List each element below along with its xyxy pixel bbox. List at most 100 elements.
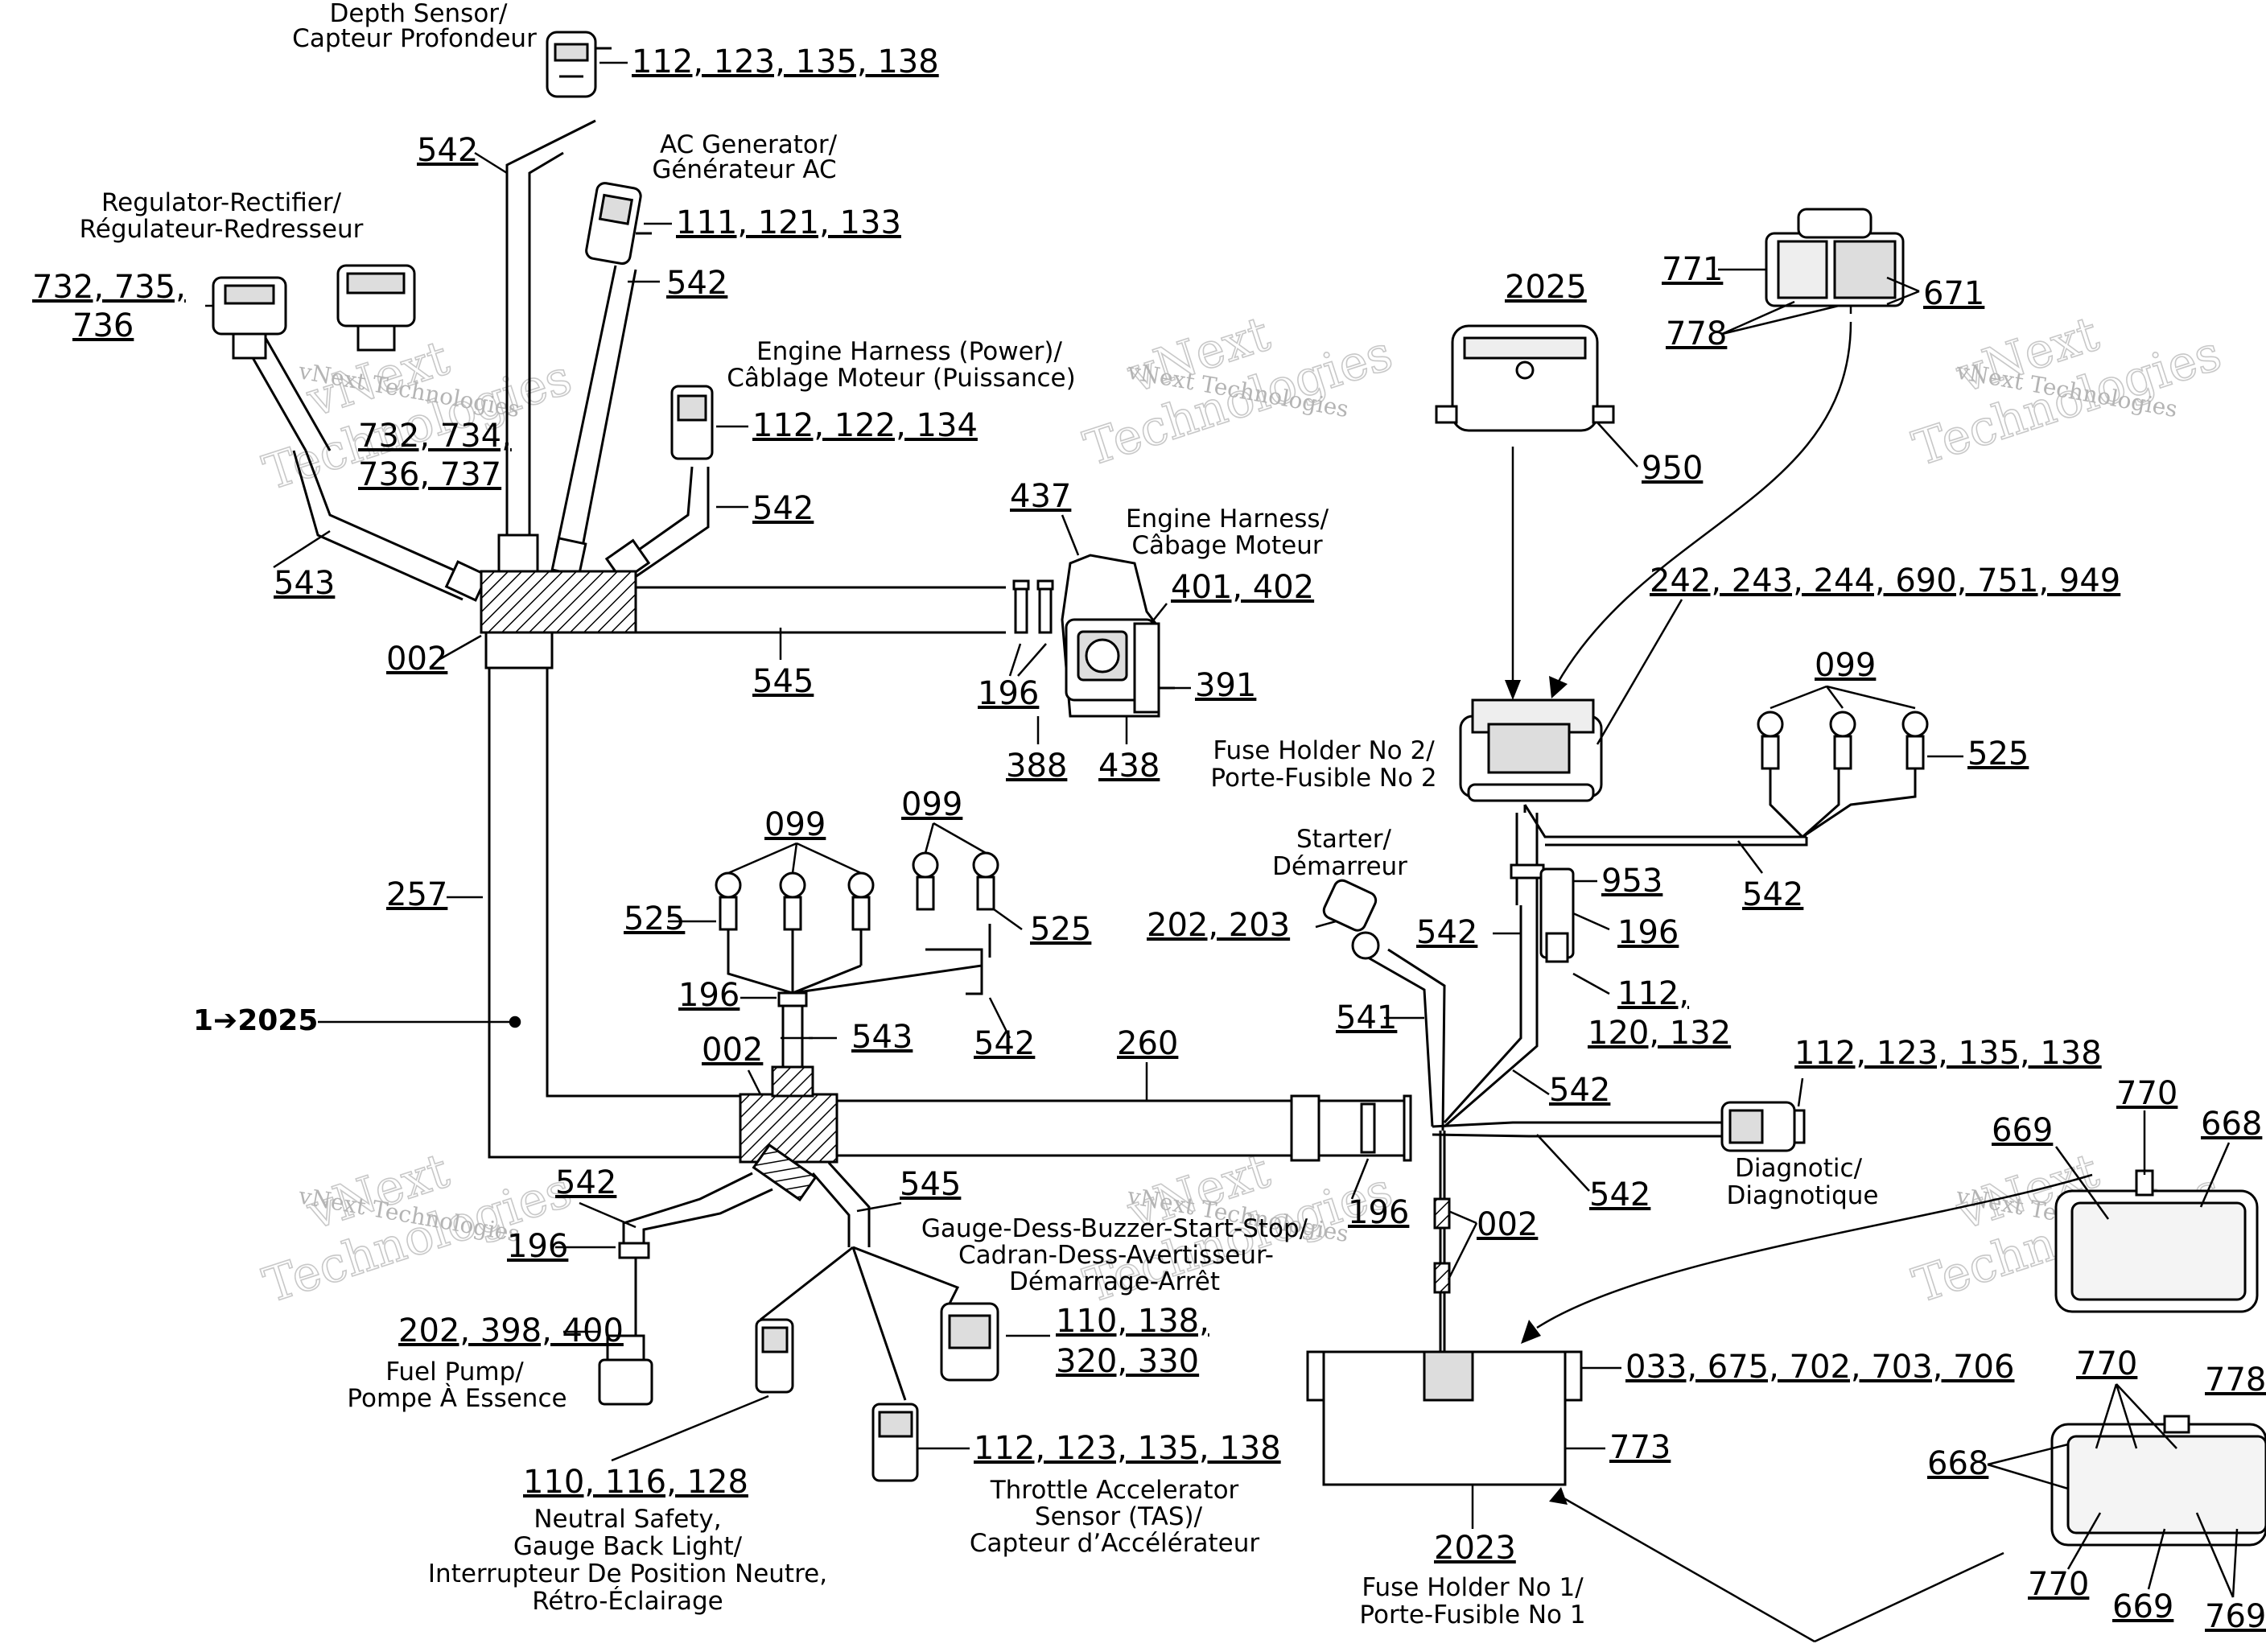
leader — [1596, 599, 1683, 745]
regulator-ref-right: 732, 734, — [358, 418, 512, 455]
harness-ref: 099 — [901, 786, 962, 823]
fuse-holder-2-icon — [1459, 698, 1603, 802]
harness-ref: 542 — [555, 1164, 616, 1201]
harness-ref: 542 — [1549, 1072, 1610, 1109]
ring-terminal-wires-right — [1769, 756, 1917, 838]
leader — [2066, 1512, 2102, 1570]
fuse-holder-1-label: Fuse Holder No 1/ — [1362, 1573, 1584, 1602]
leader — [2095, 1383, 2118, 1449]
power-harness-ref: 112, 122, 134 — [752, 407, 978, 444]
harness-ref: 002 — [702, 1032, 763, 1069]
branch-953-ref: 112, — [1617, 975, 1689, 1012]
harness-ref: 542 — [417, 132, 478, 169]
ecm-bottom-ref: 769 — [2205, 1598, 2266, 1635]
ac-generator-ref: 111, 121, 133 — [676, 204, 901, 241]
regulator-label: Régulateur-Redresseur — [80, 215, 364, 244]
harness-branch-542-fuse2 — [1443, 905, 1539, 1128]
starter-ref: 202, 203 — [1147, 907, 1290, 944]
leader — [1770, 685, 1827, 710]
harness-sleeve — [618, 1242, 650, 1259]
leader — [611, 1395, 769, 1462]
starter-label: Démarreur — [1272, 852, 1407, 881]
ecm-bottom-ref: 668 — [1927, 1445, 1988, 1482]
harness-end-cap — [1403, 1094, 1412, 1162]
diagnostic-label: Diagnotique — [1727, 1181, 1879, 1210]
harness-sleeve — [1360, 1102, 1376, 1154]
harness-ref: 196 — [678, 977, 740, 1014]
diagnostic-label: Diagnotic/ — [1735, 1154, 1863, 1183]
throttle-ref: 112, 123, 135, 138 — [974, 1430, 1281, 1467]
leader — [1987, 1443, 2069, 1466]
leader — [933, 822, 987, 855]
leader — [993, 908, 1023, 931]
power-harness-connector-icon — [670, 385, 714, 460]
leader — [727, 842, 797, 875]
relay-box-icon — [1435, 324, 1615, 432]
leader — [1572, 912, 1610, 931]
harness-ref: 545 — [900, 1166, 961, 1203]
ring-terminal-ref: 099 — [1815, 647, 1876, 684]
harness-ref-callout: 1➔2025 — [193, 1004, 318, 1037]
ecm-top-ref: 770 — [2116, 1075, 2177, 1112]
harness-ref: 002 — [1477, 1206, 1538, 1243]
fuel-pump-label: Pompe À Essence — [347, 1384, 566, 1413]
engine-harness-connector-icon — [1061, 554, 1175, 718]
engine-harness-ref: 196 — [978, 675, 1039, 712]
arrowhead — [1549, 676, 1568, 698]
harness-branch-541 — [1367, 948, 1446, 1131]
labels: Depth Sensor/ Capteur Profondeur 112, 12… — [32, 0, 2266, 1635]
fuse-holder-2-label: Porte-Fusible No 2 — [1210, 764, 1436, 793]
label-leaders — [205, 61, 2239, 1598]
fuse-holder-1-label: Porte-Fusible No 1 — [1359, 1601, 1585, 1629]
neutral-safety-ref: 110, 116, 128 — [523, 1464, 748, 1501]
engine-harness-ref: 401, 402 — [1171, 569, 1314, 606]
branch-953-ref: 196 — [1617, 914, 1679, 951]
regulator-ref-left: 732, 735, — [32, 269, 186, 306]
harness-ref: 525 — [624, 900, 685, 937]
throttle-label: Throttle Accelerator — [990, 1476, 1239, 1505]
fuse-holder-1-ref: 773 — [1609, 1429, 1671, 1466]
harness-branch-545-low — [811, 1161, 871, 1247]
leader — [1512, 1069, 1550, 1096]
arrowheads — [1505, 676, 1568, 1505]
leader — [2231, 1528, 2239, 1598]
harness-ref: 543 — [274, 565, 335, 602]
branch-953-connector-icon — [1539, 867, 1575, 963]
neutral-safety-connector-icon — [755, 1318, 794, 1394]
harness-ref: 542 — [974, 1025, 1035, 1062]
ecm-connector-top-icon — [2054, 1169, 2259, 1313]
harness-branch-542-diag — [1432, 1121, 1722, 1138]
ecm-bottom-ref: 778 — [2205, 1362, 2266, 1399]
harness-branch-543-mid — [781, 1006, 804, 1067]
harness-sleeve — [1433, 1197, 1451, 1230]
leader — [1315, 920, 1337, 929]
power-harness-label: Engine Harness (Power)/ — [756, 337, 1062, 366]
leader — [988, 997, 1011, 1039]
leader — [579, 1201, 637, 1229]
starter-label: Starter/ — [1296, 825, 1392, 854]
starter-connector-icon — [1322, 879, 1380, 960]
depth-sensor-label: Depth Sensor/ — [330, 0, 509, 28]
leader-arrow — [1560, 1495, 1815, 1643]
branch-wires-gauge — [634, 1246, 960, 1401]
diagnostic-connector-icon — [1720, 1101, 1806, 1152]
relay-box-ref: 2025 — [1505, 269, 1587, 306]
depth-sensor-label: Capteur Profondeur — [292, 24, 537, 53]
leader — [1536, 1134, 1590, 1192]
gauge-label: Cadran-Dess-Avertisseur- — [958, 1241, 1274, 1270]
leader — [1721, 300, 1795, 336]
ring-terminal-icon — [715, 711, 1929, 931]
ac-generator-connector-icon — [585, 182, 652, 266]
gauge-label: Démarrage-Arrêt — [1009, 1267, 1220, 1296]
leader — [1826, 685, 1916, 710]
leader — [2116, 1383, 2177, 1449]
fuse-holder-1-ref: 2023 — [1434, 1530, 1516, 1567]
diagnostic-ref: 112, 123, 135, 138 — [1794, 1035, 2102, 1072]
engine-harness-label: Engine Harness/ — [1126, 505, 1329, 534]
harness-ref: 099 — [764, 806, 826, 843]
harness-ref: 002 — [386, 641, 447, 678]
ecm-top-ref: 668 — [2201, 1106, 2262, 1143]
regulator-connector-right-icon — [336, 264, 416, 352]
harness-branch-545 — [636, 586, 1006, 634]
